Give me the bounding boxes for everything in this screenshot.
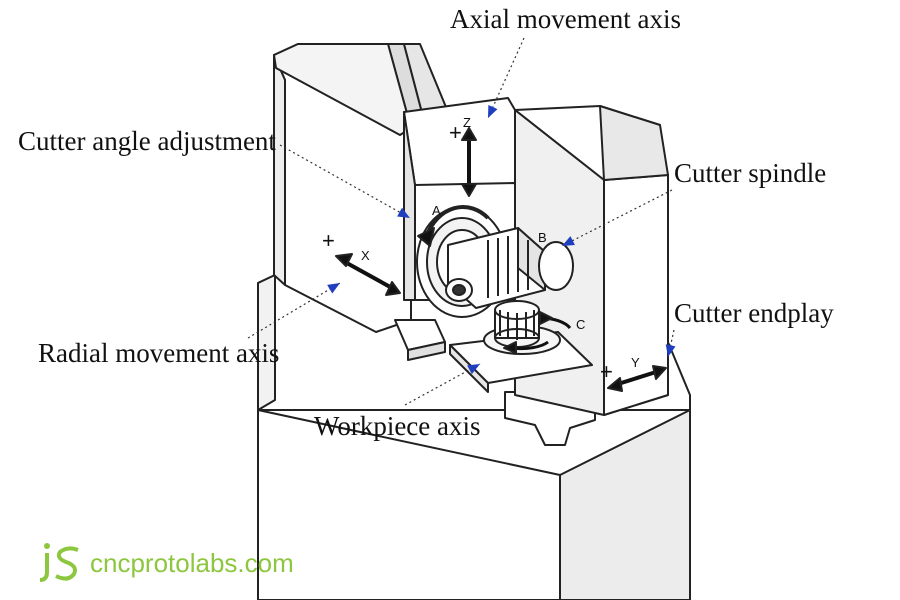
label-cutter-spindle: Cutter spindle	[674, 158, 827, 188]
cutter-hob	[445, 227, 574, 309]
brand-text: cncprotolabs.com	[90, 548, 294, 578]
leader-workpiece	[404, 363, 481, 406]
pointer-head	[327, 283, 340, 294]
brand-logo-icon	[39, 543, 79, 582]
x-plus-sign: +	[322, 228, 335, 253]
label-axial-movement-axis: Axial movement axis	[450, 4, 681, 34]
a-axis-letter: A	[432, 203, 441, 218]
z-plus-sign: +	[449, 120, 462, 145]
b-axis-letter: B	[538, 230, 547, 245]
c-axis-letter: C	[576, 317, 585, 332]
pointer-arrowheads	[327, 105, 676, 375]
label-cutter-endplay: Cutter endplay	[674, 298, 834, 328]
pointer-head	[467, 364, 480, 375]
label-cutter-angle-adjustment: Cutter angle adjustment	[18, 126, 276, 156]
axis-letters: + Z A B C + X + Y	[322, 115, 640, 384]
z-axis-letter: Z	[463, 115, 471, 130]
pointer-head	[562, 236, 575, 246]
label-radial-movement-axis: Radial movement axis	[38, 338, 280, 368]
pointer-head	[665, 344, 676, 357]
x-axis-arrow	[335, 253, 401, 296]
y-plus-sign: +	[600, 359, 613, 384]
y-axis-arrow	[607, 365, 667, 392]
leader-lines	[247, 37, 675, 406]
z-axis-arrow	[461, 127, 477, 197]
pointer-head	[488, 105, 498, 118]
x-axis-letter: X	[361, 248, 370, 263]
label-workpiece-axis: Workpiece axis	[314, 411, 481, 441]
c-arrow-head-1	[539, 311, 553, 325]
y-axis-letter: Y	[631, 355, 640, 370]
c-arrow-head-2	[503, 341, 517, 354]
pointer-head	[397, 207, 410, 218]
leader-cutter-spindle	[561, 189, 673, 247]
